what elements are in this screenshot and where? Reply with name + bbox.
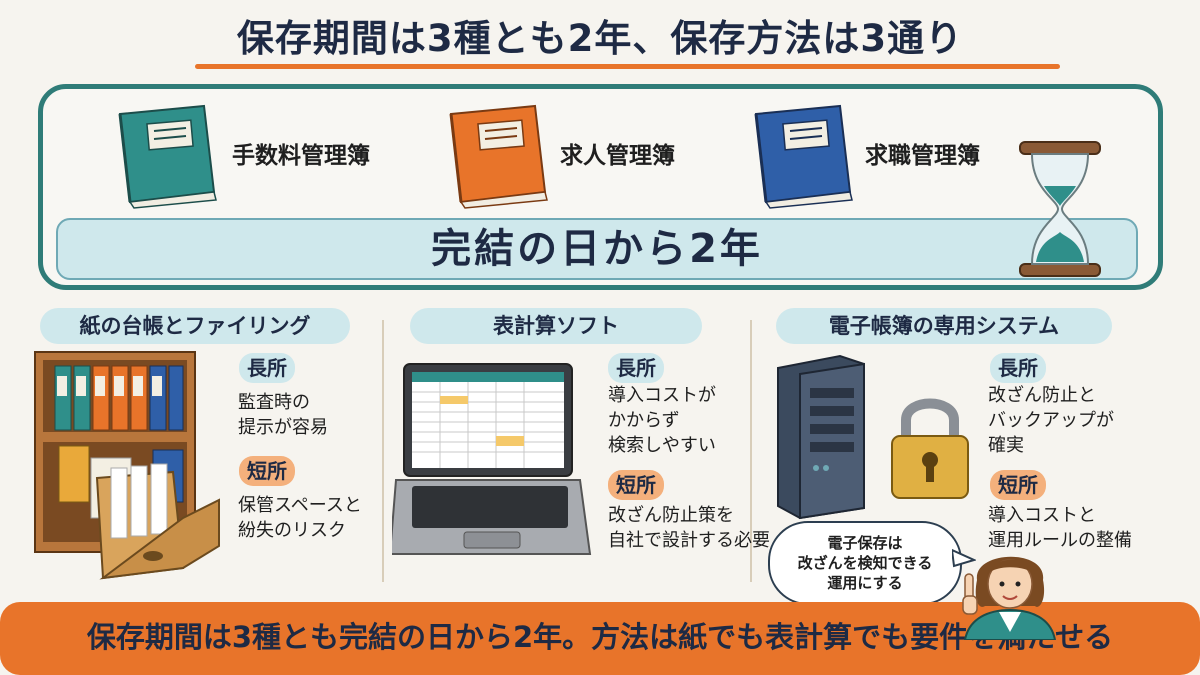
column-divider	[382, 320, 384, 582]
method-pill-system: 電子帳簿の専用システム	[776, 308, 1112, 344]
book-label-commission: 手数料管理簿	[232, 143, 370, 169]
method-pill-spreadsheet: 表計算ソフト	[410, 308, 702, 344]
advisor-avatar	[962, 556, 1057, 640]
cons-text: 保管スペースと 紛失のリスク	[238, 495, 362, 541]
speech-bubble: 電子保存は 改ざんを検知できる 運用にする	[768, 521, 962, 605]
hourglass-icon	[1019, 141, 1101, 277]
cons-text: 改ざん防止策を 自社で設計する必要	[608, 505, 770, 551]
speech-bubble-tail	[952, 548, 976, 568]
pros-text: 導入コストが かからず 検索しやすい	[608, 385, 716, 456]
cons-tag: 短所	[608, 470, 664, 500]
cons-tag: 短所	[990, 470, 1046, 500]
cons-tag: 短所	[239, 456, 295, 486]
pros-text: 監査時の 提示が容易	[238, 392, 328, 438]
pros-tag: 長所	[608, 353, 664, 383]
server-icon	[777, 354, 865, 520]
book-label-jobseeker: 求職管理簿	[865, 143, 980, 169]
title-underline	[195, 64, 1060, 69]
pros-tag: 長所	[239, 353, 295, 383]
retention-banner: 完結の日から2年	[56, 218, 1138, 280]
padlock-icon	[891, 398, 969, 499]
book-orange-icon	[449, 104, 548, 209]
cons-text: 導入コストと 運用ルールの整備	[988, 505, 1132, 551]
method-pill-paper: 紙の台帳とファイリング	[40, 308, 350, 344]
book-teal-icon	[118, 104, 217, 209]
bookshelf-icon	[34, 351, 220, 580]
pros-tag: 長所	[990, 353, 1046, 383]
pros-text: 改ざん防止と バックアップが 確実	[988, 385, 1114, 456]
laptop-icon	[392, 363, 592, 555]
page-title: 保存期間は3種とも2年、保存方法は3通り	[236, 17, 964, 60]
book-label-recruiting: 求人管理簿	[560, 143, 675, 169]
column-divider	[750, 320, 752, 582]
book-blue-icon	[754, 104, 853, 209]
